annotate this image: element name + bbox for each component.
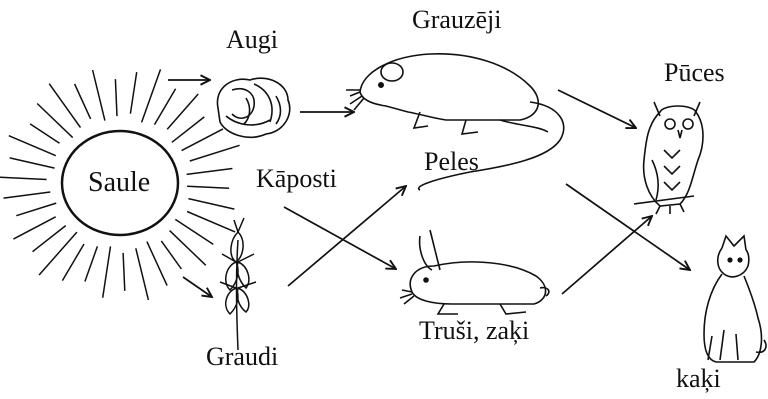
sun-ray (147, 242, 167, 286)
rodents-label: Grauzēji (412, 7, 502, 33)
arrow-grain-to-mice (288, 186, 406, 286)
arrow-mouse-to-owl (558, 90, 636, 128)
arrow-rabbit-to-owl (562, 216, 652, 294)
sun-ray (187, 212, 235, 232)
sun-ray (130, 72, 136, 114)
sun-ray (85, 246, 98, 281)
sun-ray (0, 177, 47, 180)
owl-icon (634, 102, 703, 214)
mice-label: Peles (424, 149, 479, 175)
cabbage-label: Kāposti (256, 166, 337, 192)
sun-ray (93, 70, 105, 121)
sun-ray (62, 244, 84, 281)
sun-ray (103, 246, 111, 297)
sun-ray (136, 248, 149, 300)
cabbage-icon (217, 78, 289, 137)
sun-ray (4, 192, 51, 198)
arrow-sun-to-grain (183, 277, 212, 297)
arrows (168, 80, 690, 297)
arrow-cabbage-to-rabbit (284, 207, 396, 269)
rabbits-label: Truši, zaķi (419, 318, 529, 344)
sun-label: Saule (88, 169, 150, 197)
sun-ray (115, 79, 117, 116)
sun-ray (16, 203, 56, 216)
sun-ray (187, 169, 233, 175)
sun-ray (182, 129, 223, 151)
sun-ray (33, 226, 66, 252)
cats-label: kaķi (676, 366, 721, 392)
rabbit-icon (400, 230, 549, 314)
owls-label: Pūces (664, 60, 725, 86)
sun-ray (30, 124, 59, 143)
sun-ray (187, 186, 229, 188)
sun-ray (142, 69, 161, 122)
cat-icon (704, 236, 766, 362)
sun-ray (161, 241, 181, 269)
sun-ray (39, 232, 77, 275)
wheat-icon (220, 218, 256, 350)
sun-ray (9, 136, 56, 156)
sun-ray (49, 84, 80, 128)
sun-ray (188, 199, 234, 210)
sun-ray (167, 94, 198, 129)
sun-ray (190, 145, 240, 161)
sun-ray (13, 217, 55, 239)
grain-label: Graudi (206, 344, 278, 370)
sun-ray (123, 253, 125, 291)
sun-ray (155, 89, 176, 125)
sun-ray (75, 84, 91, 119)
sun-ray (10, 158, 55, 168)
arrow-mice-to-cat (566, 184, 690, 270)
sun-ray (172, 117, 204, 142)
plants-label: Augi (226, 27, 278, 53)
